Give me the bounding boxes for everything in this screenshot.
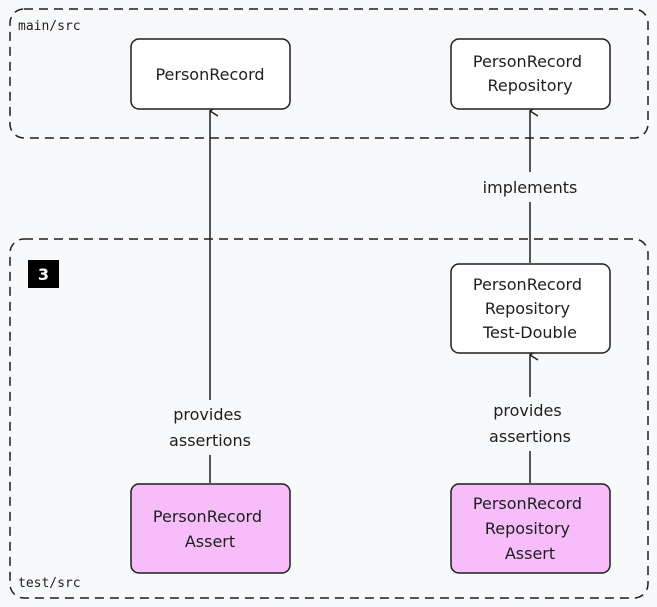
step-badge-number: 3: [38, 265, 49, 284]
container-test-label: test/src: [18, 576, 81, 591]
edge-label-line: assertions: [489, 427, 571, 446]
node-repository-test-double[interactable]: PersonRecord Repository Test-Double: [450, 263, 611, 354]
edge-label-implements: implements: [483, 178, 578, 197]
node-label-line: Repository: [485, 519, 570, 538]
container-main-label: main/src: [18, 19, 81, 34]
container-main-src: main/src: [9, 8, 649, 139]
svg-text:PersonRecord Repository: PersonRecord Repository Assert: [473, 494, 587, 563]
node-label-line: PersonRecord: [153, 507, 262, 526]
node-label-line: Repository: [485, 299, 570, 318]
node-label-line: PersonRecord: [155, 65, 264, 84]
svg-text:PersonRecord: PersonRecord: [155, 65, 264, 84]
edge-test-double-implements-repository: implements: [483, 111, 578, 263]
node-label-line: PersonRecord: [473, 494, 582, 513]
edge-repo-assert-to-test-double: provides assertions: [489, 355, 571, 483]
edge-label-provides-right: provides assertions: [489, 401, 571, 446]
edge-label-line: assertions: [169, 431, 251, 450]
node-label-line: Repository: [487, 76, 572, 95]
node-person-record[interactable]: PersonRecord: [130, 38, 291, 110]
node-label-line: Assert: [185, 532, 235, 551]
edge-label-provides-left: provides assertions: [169, 405, 251, 450]
node-label-line: Assert: [505, 544, 555, 563]
edge-label-line: provides: [173, 405, 241, 424]
svg-text:PersonRecord Repository: PersonRecord Repository Test-Double: [473, 275, 587, 342]
container-test-src: test/src 3: [9, 238, 649, 599]
edge-label-line: provides: [493, 401, 561, 420]
svg-text:PersonRecord Assert: PersonRecord Assert: [153, 507, 267, 551]
node-label-line: PersonRecord: [473, 52, 582, 71]
node-label-line: PersonRecord: [473, 275, 582, 294]
node-repository-assert[interactable]: PersonRecord Repository Assert: [450, 483, 611, 574]
svg-text:PersonRecord Repository: PersonRecord Repository: [473, 52, 587, 95]
edge-record-assert-to-record: provides assertions: [169, 111, 251, 483]
step-badge: 3: [28, 260, 59, 288]
node-label-line: Test-Double: [482, 323, 577, 342]
node-person-record-assert[interactable]: PersonRecord Assert: [130, 483, 291, 574]
node-person-record-repository[interactable]: PersonRecord Repository: [450, 38, 611, 110]
